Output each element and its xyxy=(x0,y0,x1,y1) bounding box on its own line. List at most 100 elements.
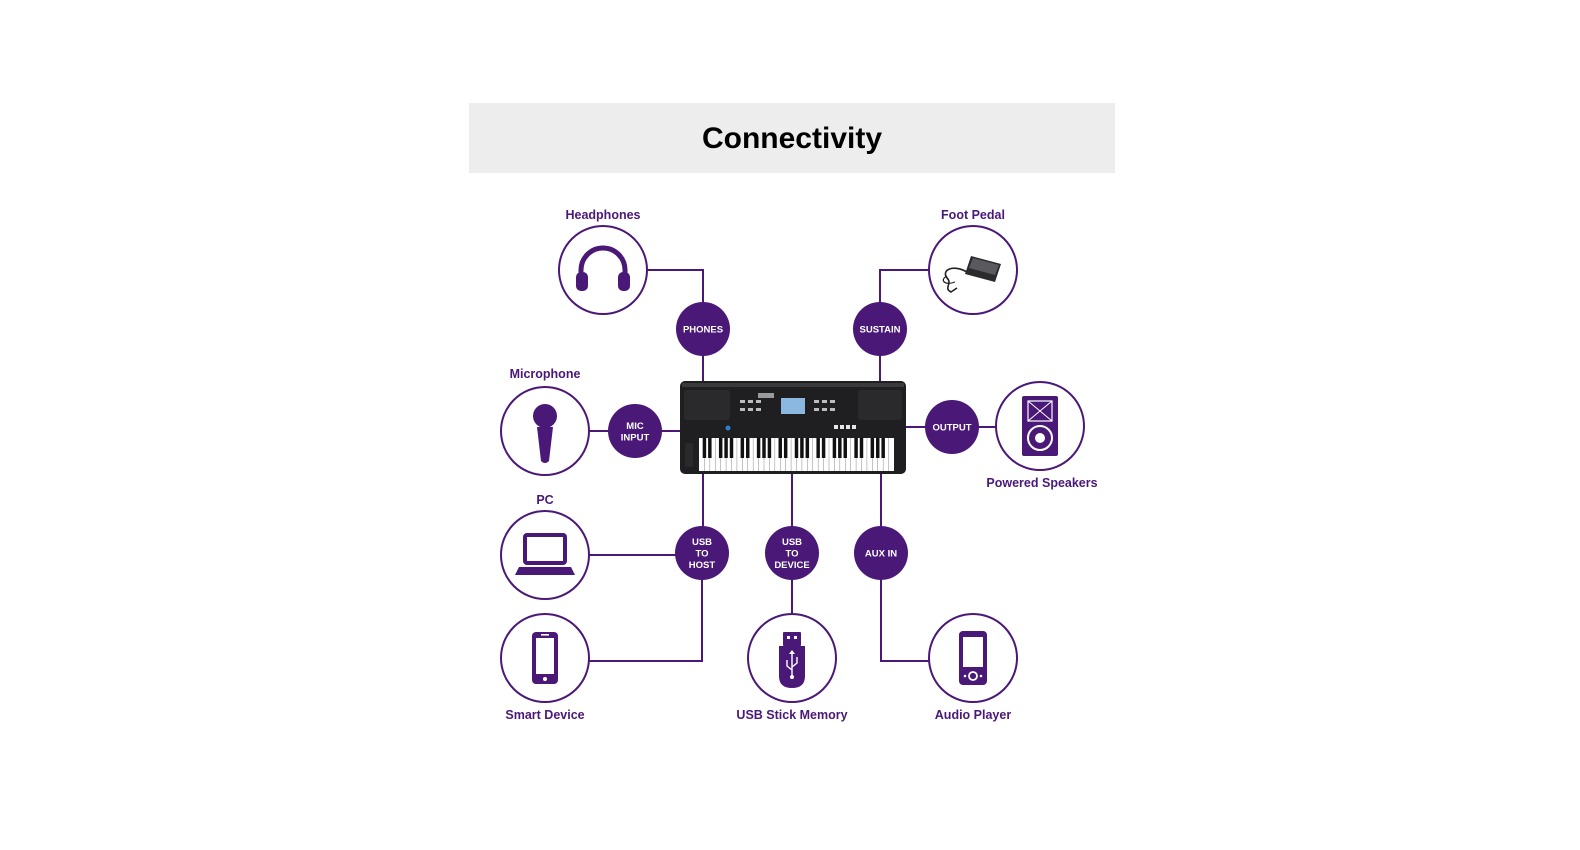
device-pc: PC xyxy=(500,493,590,600)
device-label: Smart Device xyxy=(505,708,584,722)
panel-button xyxy=(846,425,850,429)
black-key xyxy=(838,438,842,458)
laptop-icon xyxy=(515,533,575,575)
panel-button xyxy=(822,408,827,411)
left-speaker-grille xyxy=(684,390,730,420)
port-circle xyxy=(765,526,819,580)
black-key xyxy=(794,438,799,458)
device-audio-player: Audio Player xyxy=(928,613,1018,722)
device-foot-pedal: Foot Pedal xyxy=(928,208,1018,315)
port-sustain: SUSTAIN xyxy=(853,302,907,356)
black-key xyxy=(778,438,782,458)
panel-button xyxy=(840,425,844,429)
device-powered-speakers: Powered Speakers xyxy=(986,381,1098,490)
right-speaker-grille xyxy=(858,390,902,420)
black-key xyxy=(816,438,820,458)
keyboard-edge xyxy=(682,383,904,387)
device-smart-device: Smart Device xyxy=(500,613,590,722)
microphone-icon xyxy=(533,404,557,463)
device-label: Audio Player xyxy=(935,708,1012,722)
device-label: USB Stick Memory xyxy=(736,708,847,722)
panel-button xyxy=(822,400,827,403)
audio-player-icon xyxy=(959,631,987,685)
black-key xyxy=(859,438,864,458)
port-circle xyxy=(675,526,729,580)
device-usb-stick-memory: USB Stick Memory xyxy=(736,613,848,722)
speaker-icon xyxy=(1022,396,1058,456)
port-label: USB xyxy=(782,537,802,548)
black-key xyxy=(843,438,847,458)
connector-line xyxy=(879,269,929,303)
black-key xyxy=(724,438,728,458)
port-label: PHONES xyxy=(683,325,723,336)
panel-button xyxy=(748,408,753,411)
port-label: TO xyxy=(785,549,798,560)
connector-line xyxy=(880,579,929,662)
black-key xyxy=(821,438,826,458)
page-title: Connectivity xyxy=(701,122,883,155)
panel-button xyxy=(748,400,753,403)
port-label: DEVICE xyxy=(774,560,809,571)
black-key xyxy=(718,438,723,458)
port-phones: PHONES xyxy=(676,302,730,356)
port-circle xyxy=(608,404,662,458)
device-label: Powered Speakers xyxy=(986,476,1097,490)
panel-button xyxy=(830,400,835,403)
port-label: USB xyxy=(692,537,712,548)
black-key xyxy=(881,438,885,458)
panel-button xyxy=(756,400,761,403)
device-headphones: Headphones xyxy=(558,208,648,315)
device-circle xyxy=(500,510,590,600)
device-label: Microphone xyxy=(510,367,581,381)
black-key xyxy=(729,438,734,458)
connector-line xyxy=(589,579,703,662)
device-label: PC xyxy=(536,493,553,507)
panel-button xyxy=(756,408,761,411)
device-microphone: Microphone xyxy=(500,367,590,476)
port-circle xyxy=(676,302,730,356)
port-label: OUTPUT xyxy=(932,423,971,434)
port-label: TO xyxy=(695,549,708,560)
header-banner: Connectivity xyxy=(469,103,1115,173)
lcd-screen xyxy=(781,398,805,414)
port-label: HOST xyxy=(689,560,716,571)
black-key xyxy=(854,438,858,458)
black-key xyxy=(783,438,788,458)
port-output: OUTPUT xyxy=(925,400,979,454)
panel-button xyxy=(814,408,819,411)
black-key xyxy=(762,438,766,458)
black-key xyxy=(746,438,750,458)
black-key xyxy=(832,438,837,458)
black-key xyxy=(800,438,804,458)
panel-button xyxy=(740,400,745,403)
black-key xyxy=(756,438,761,458)
foot-pedal-icon xyxy=(942,256,1001,293)
connector-lines xyxy=(589,269,996,662)
black-key xyxy=(740,438,745,458)
black-key xyxy=(702,438,707,458)
panel-button xyxy=(834,425,838,429)
power-indicator xyxy=(725,425,731,431)
port-label: SUSTAIN xyxy=(860,325,901,336)
device-circle xyxy=(558,225,648,315)
port-circle xyxy=(854,526,908,580)
pitch-area xyxy=(685,443,693,467)
port-label: INPUT xyxy=(621,432,650,443)
device-label: Headphones xyxy=(565,208,640,222)
device-label: Foot Pedal xyxy=(941,208,1005,222)
usb-stick-icon xyxy=(779,632,805,688)
panel-button xyxy=(814,400,819,403)
display-panel xyxy=(758,393,774,398)
black-key xyxy=(876,438,880,458)
panel-button xyxy=(830,408,835,411)
black-key xyxy=(767,438,772,458)
panel-button xyxy=(740,408,745,411)
port-circle xyxy=(853,302,907,356)
port-circle xyxy=(925,400,979,454)
port-aux-in: AUX IN xyxy=(854,526,908,580)
